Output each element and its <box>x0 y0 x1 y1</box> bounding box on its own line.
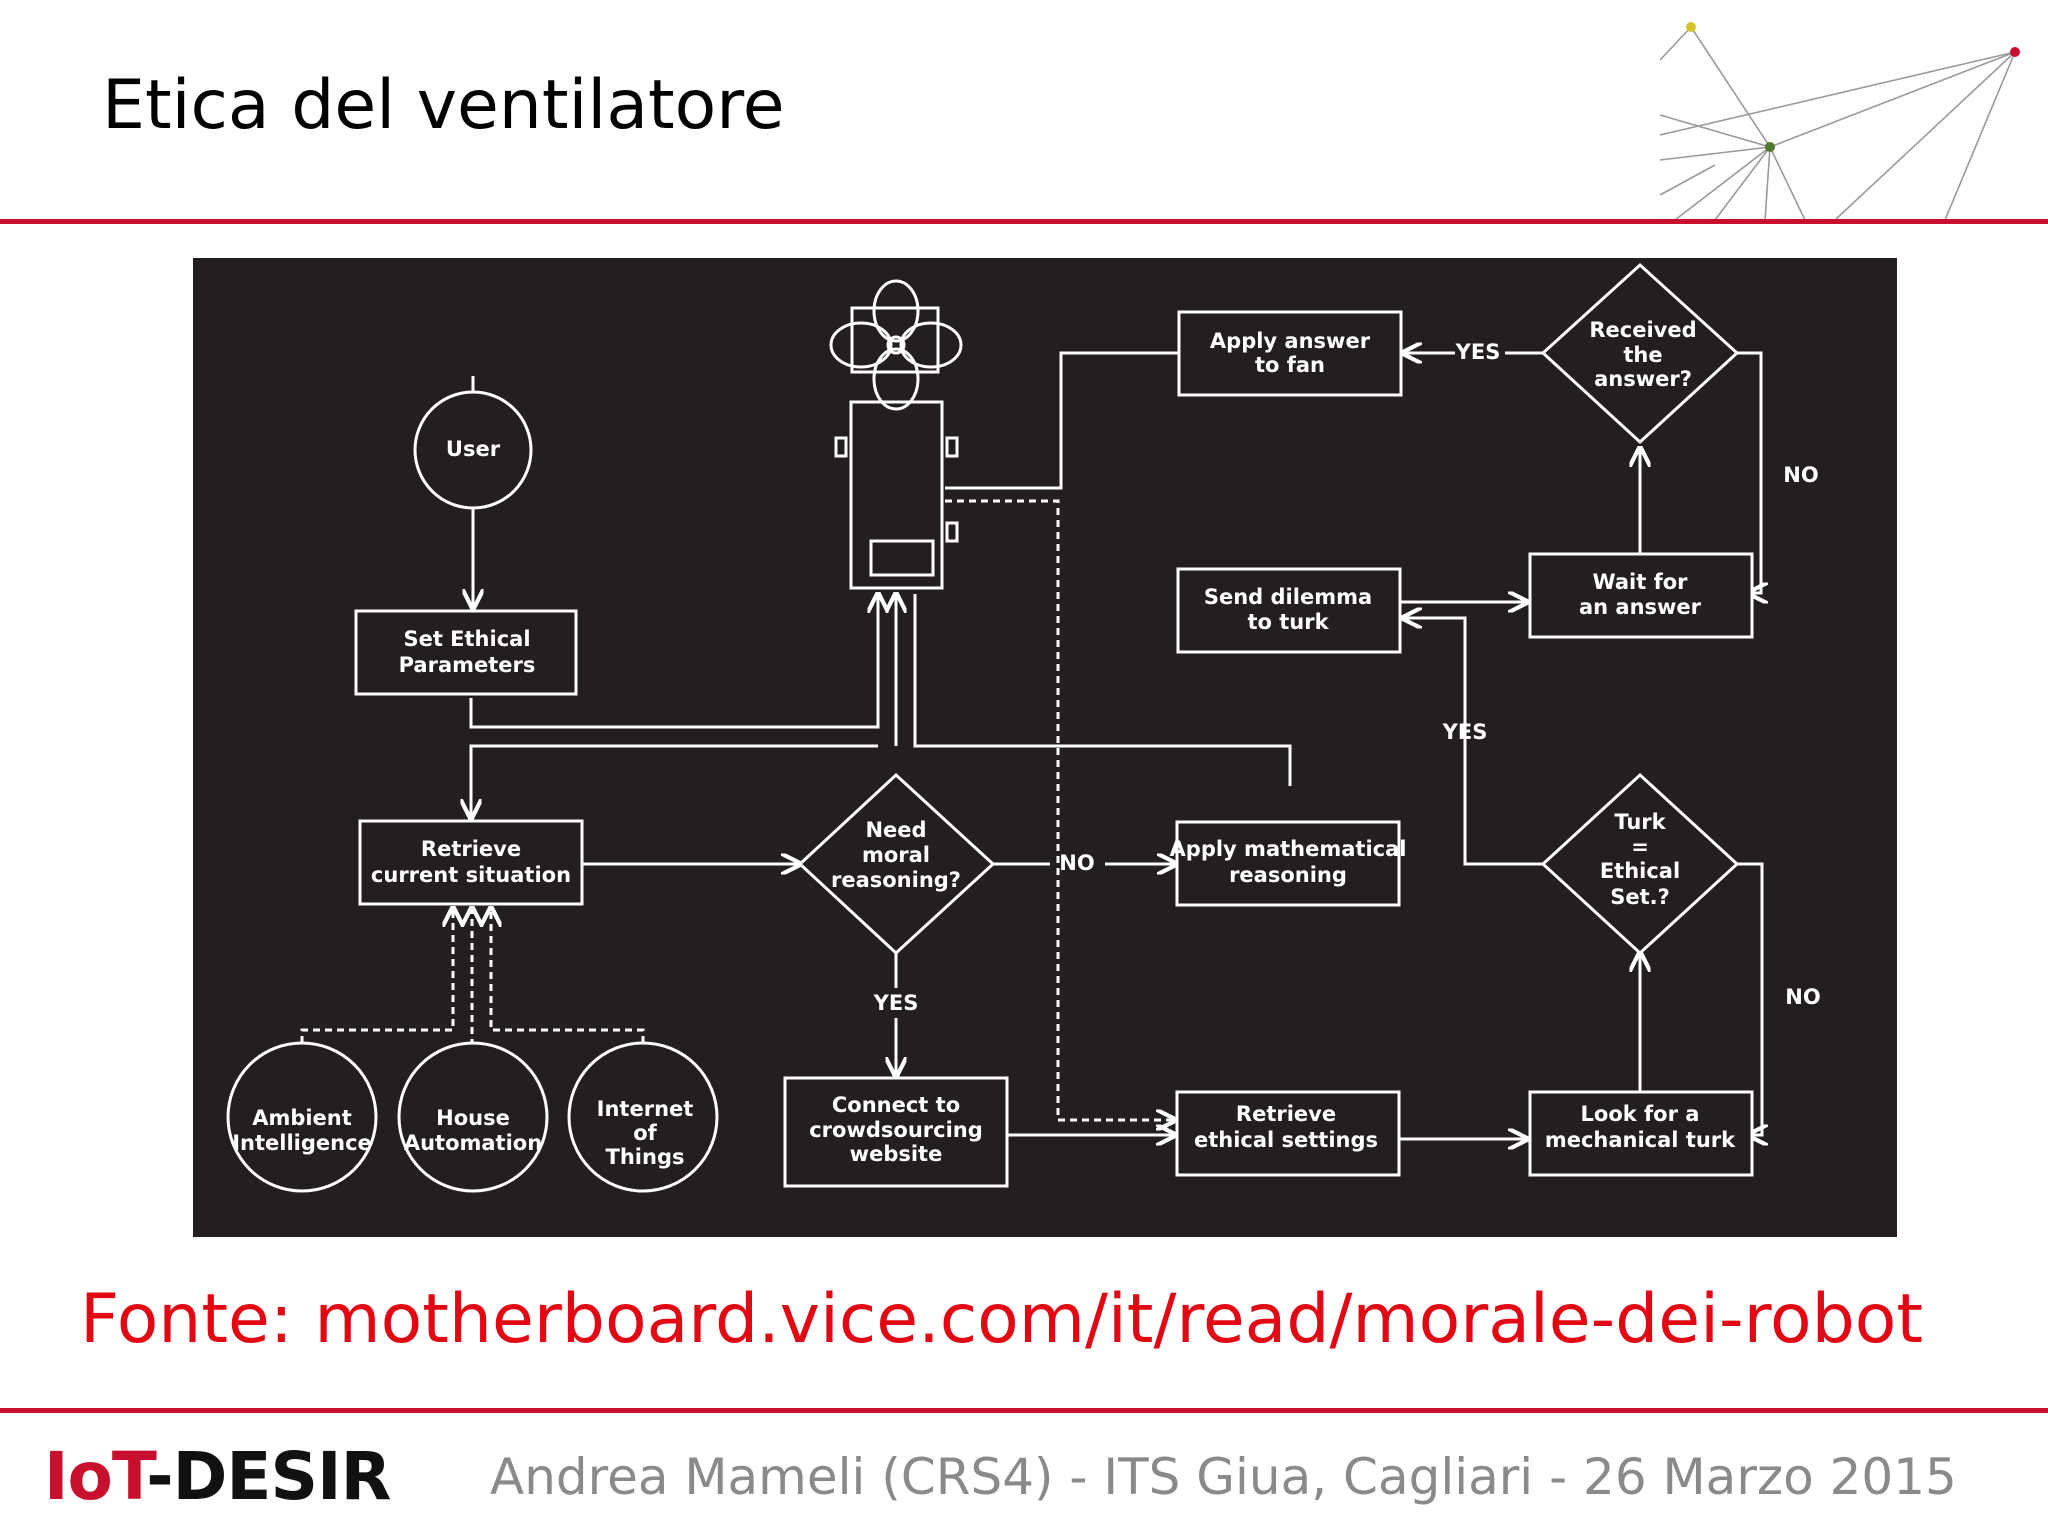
edge-ambient-dashed <box>300 908 453 1043</box>
set-ethical-line2: Parameters <box>399 653 536 677</box>
apply-math-line2: reasoning <box>1229 863 1347 887</box>
source-link[interactable]: Fonte: motherboard.vice.com/it/read/mora… <box>80 1280 1924 1359</box>
need-moral-line3: reasoning? <box>831 868 961 892</box>
received-line2: the <box>1623 343 1662 367</box>
retrieve-situation-line1: Retrieve <box>421 837 521 861</box>
node-dot-red <box>2010 47 2020 57</box>
logo-part2: -DESIR <box>146 1438 391 1515</box>
house-line1: House <box>436 1106 510 1130</box>
look-turk-line1: Look for a <box>1581 1102 1700 1126</box>
send-dilemma-line1: Send dilemma <box>1204 585 1372 609</box>
flowchart-svg: User Set Ethical Parameters Retrieve cur… <box>226 262 1821 1193</box>
node-look-turk <box>1528 1090 1754 1177</box>
turk-ethical-line3: Ethical <box>1600 859 1680 883</box>
need-moral-line1: Need <box>865 818 926 842</box>
logo-part1: IoT <box>44 1438 147 1515</box>
node-dot-yellow <box>1686 22 1696 32</box>
look-turk-line2: mechanical turk <box>1545 1128 1736 1152</box>
footer-credits: Andrea Mameli (CRS4) - ITS Giua, Cagliar… <box>490 1448 1957 1506</box>
edge-received-no <box>1737 351 1761 593</box>
edge-label-no-need: NO <box>1059 851 1094 875</box>
retrieve-situation-line2: current situation <box>371 863 571 887</box>
wait-answer-line2: an answer <box>1579 595 1702 619</box>
header-divider <box>0 219 2048 224</box>
set-ethical-line1: Set Ethical <box>403 627 530 651</box>
apply-answer-line2: to fan <box>1255 353 1325 377</box>
edge-label-no-turk: NO <box>1785 985 1820 1009</box>
edge-fan-to-ethical-dashed <box>945 499 1175 1120</box>
iot-desir-logo: IoT-DESIR <box>44 1438 391 1515</box>
node-dot-green <box>1765 142 1775 152</box>
node-send-dilemma <box>1176 567 1402 654</box>
edge-label-yes-received: YES <box>1455 340 1501 364</box>
node-apply-math <box>1175 820 1401 907</box>
turk-ethical-line1: Turk <box>1614 810 1666 834</box>
node-house <box>397 1041 549 1193</box>
apply-math-line1: Apply mathematical <box>1170 837 1407 861</box>
received-line1: Received <box>1589 318 1696 342</box>
edge-turk-yes <box>1403 618 1543 866</box>
node-wait-answer <box>1528 552 1754 639</box>
retrieve-ethical-line1: Retrieve <box>1236 1102 1336 1126</box>
received-line3: answer? <box>1594 367 1692 391</box>
need-moral-line2: moral <box>862 843 930 867</box>
turk-ethical-line4: Set.? <box>1610 885 1670 909</box>
apply-answer-line1: Apply answer <box>1210 329 1371 353</box>
connect-crowd-line1: Connect to <box>832 1093 960 1117</box>
network-graph-decoration <box>1659 22 2020 220</box>
node-connect-crowd <box>783 1076 1009 1188</box>
turk-ethical-line2: = <box>1631 835 1649 859</box>
footer-divider <box>0 1408 2048 1413</box>
connect-crowd-line3: website <box>850 1142 943 1166</box>
flowchart-image: User Set Ethical Parameters Retrieve cur… <box>193 258 1897 1237</box>
edge-label-yes-need: YES <box>873 991 919 1015</box>
connect-crowd-line2: crowdsourcing <box>809 1118 983 1142</box>
edge-iot-dashed <box>491 908 645 1043</box>
wait-answer-line1: Wait for <box>1592 570 1688 594</box>
node-user <box>413 390 533 510</box>
node-set-ethical <box>354 609 578 696</box>
edge-label-no-received: NO <box>1783 463 1818 487</box>
node-ambient <box>226 1041 378 1193</box>
edge-label-yes-turk: YES <box>1442 720 1488 744</box>
house-line2: Automation <box>404 1131 542 1155</box>
send-dilemma-line2: to turk <box>1247 610 1329 634</box>
iot-line2: of <box>633 1121 657 1145</box>
iot-line3: Things <box>606 1145 685 1169</box>
iot-line1: Internet <box>597 1097 694 1121</box>
node-turk-ethical <box>1540 772 1740 956</box>
edge-turk-no <box>1737 862 1762 1135</box>
fan-icon <box>829 279 963 590</box>
node-received <box>1540 262 1740 445</box>
ambient-line2: Intelligence <box>232 1131 372 1155</box>
node-retrieve-situation <box>358 819 584 906</box>
retrieve-ethical-line2: ethical settings <box>1194 1128 1378 1152</box>
edge-math-to-fan <box>913 594 1292 786</box>
ambient-line1: Ambient <box>252 1106 352 1130</box>
edge-fan-to-retrieve <box>471 744 878 818</box>
edge-set-to-fan <box>469 594 878 729</box>
edge-apply-to-fan <box>945 351 1178 490</box>
user-label: User <box>446 437 501 461</box>
node-need-moral <box>797 772 996 956</box>
slide-title: Etica del ventilatore <box>102 66 785 145</box>
node-apply-answer <box>1177 310 1403 397</box>
node-retrieve-ethical <box>1175 1090 1401 1177</box>
node-iot <box>567 1041 719 1193</box>
